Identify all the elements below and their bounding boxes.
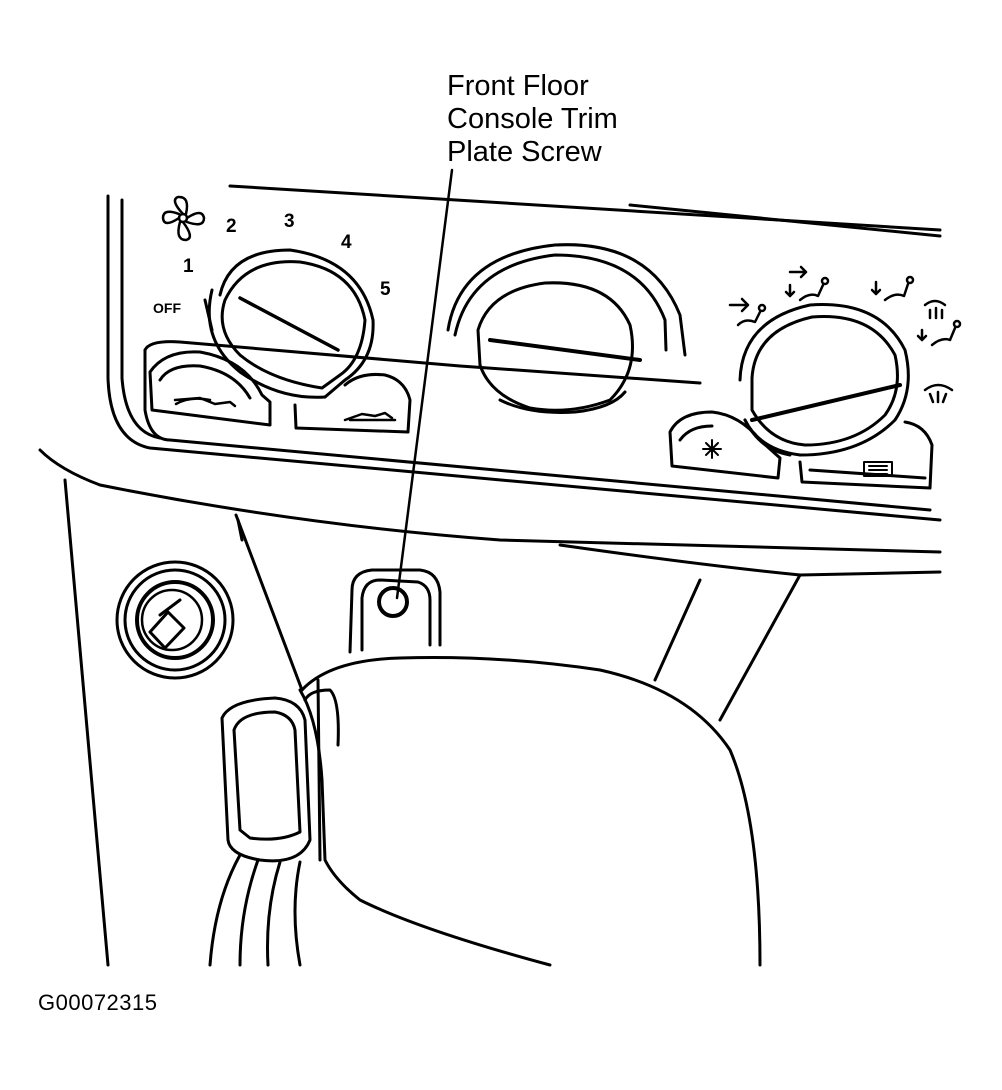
callout-leader-line [395, 168, 454, 600]
floor-defrost-mode-icon [916, 299, 962, 347]
mode-knob[interactable] [738, 303, 910, 457]
callout-label: Front Floor Console Trim Plate Screw [447, 70, 618, 169]
fan-off-label: OFF [153, 300, 181, 316]
console-left-side [63, 478, 110, 967]
callout-line-2: Console Trim [447, 103, 618, 135]
callout-line-1: Front Floor [447, 70, 589, 102]
vent-mode-icon [728, 297, 767, 327]
fan-speed-knob[interactable] [203, 248, 375, 399]
ac-snowflake-icon [702, 439, 722, 459]
right-lower-buttons[interactable] [668, 410, 934, 490]
floor-mode-icon [870, 275, 915, 302]
power-outlet [115, 560, 235, 680]
fan-speed-2-label: 2 [226, 216, 237, 237]
shift-cables [208, 853, 302, 967]
left-lower-buttons[interactable] [148, 350, 412, 434]
defrost-icon [923, 383, 954, 404]
hvac-panel-outline [106, 194, 942, 522]
rear-defrost-icon [863, 461, 893, 477]
recirculate-icon [174, 397, 212, 406]
shift-knob [220, 696, 312, 863]
fan-speed-5-label: 5 [380, 279, 391, 300]
figure-id: G00072315 [38, 990, 158, 1015]
bilevel-mode-icon [784, 265, 830, 302]
fan-icon [161, 195, 206, 242]
fan-speed-3-label: 3 [284, 211, 295, 232]
fan-speed-4-label: 4 [341, 232, 352, 253]
dash-top-lines [228, 184, 942, 238]
fan-speed-1-label: 1 [183, 256, 194, 277]
callout-line-3: Plate Screw [447, 136, 602, 168]
console-bezel [38, 448, 942, 722]
trim-plate-screw [377, 586, 409, 618]
screw-boss [348, 568, 442, 654]
temperature-knob[interactable] [446, 243, 687, 414]
shift-lever-boot [298, 656, 762, 967]
